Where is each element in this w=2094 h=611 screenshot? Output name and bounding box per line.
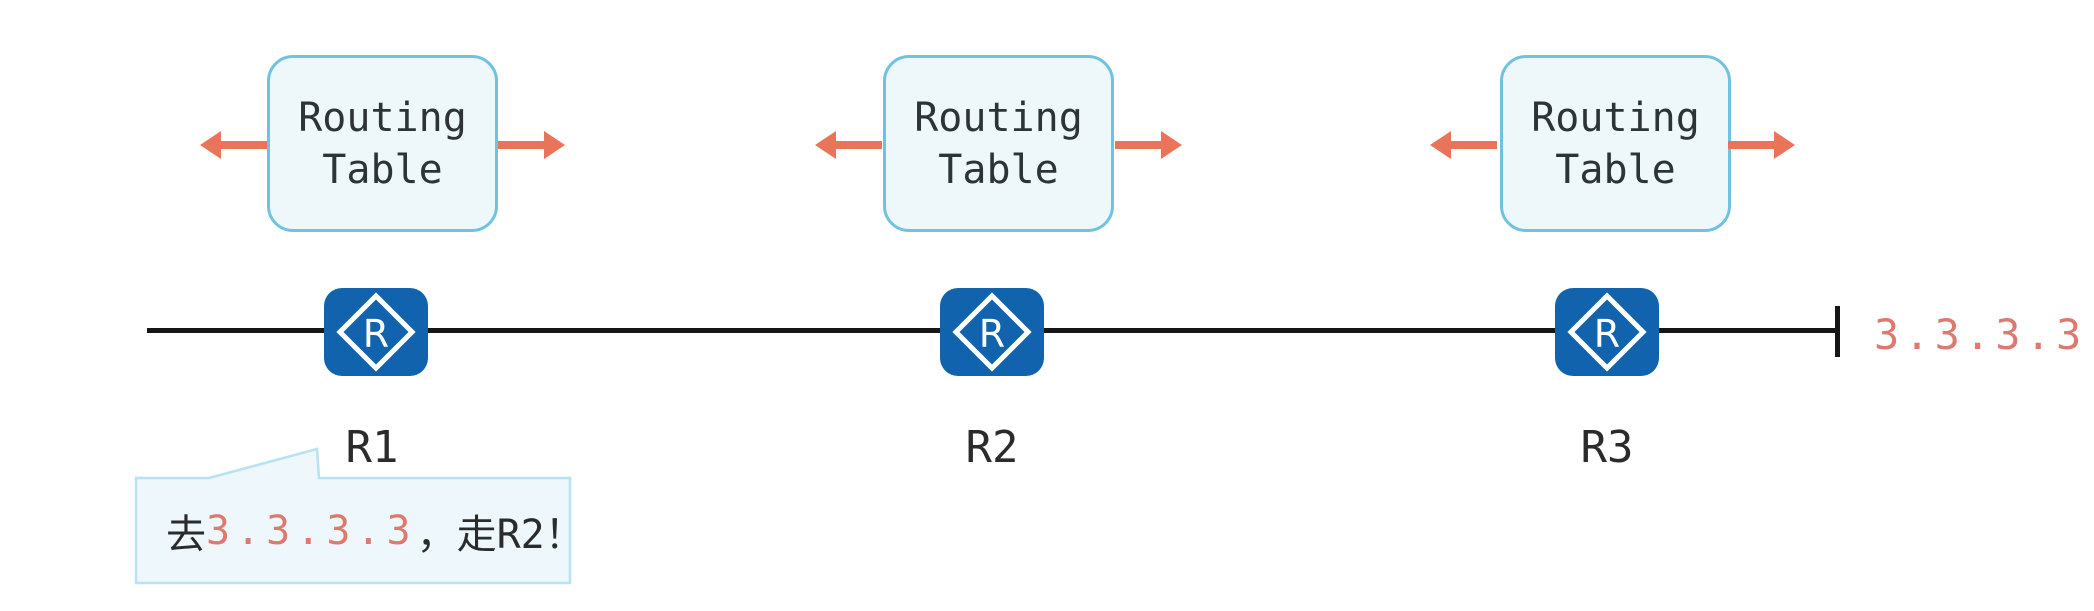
routing-table-label: Routing Table xyxy=(914,94,1083,193)
routing-table-box-r3: Routing Table xyxy=(1500,55,1731,232)
callout-destination-ip: 3.3.3.3 xyxy=(206,507,417,554)
arrow-right-icon xyxy=(1728,131,1795,159)
routing-table-label: Routing Table xyxy=(1531,94,1700,193)
router-icon: R xyxy=(940,288,1044,376)
router-icon: R xyxy=(324,288,428,376)
routing-table-label: Routing Table xyxy=(298,94,467,193)
router-name-label: R1 xyxy=(345,422,399,473)
destination-network-label: 3.3.3.3 xyxy=(1874,310,2087,359)
router-icon-letter: R xyxy=(979,312,1005,356)
speech-bubble xyxy=(134,447,572,585)
router-name-label: R2 xyxy=(965,422,1019,473)
link-endcap-tick xyxy=(1835,306,1840,357)
arrow-right-icon xyxy=(498,131,565,159)
arrow-left-icon xyxy=(200,131,267,159)
arrow-right-icon xyxy=(1115,131,1182,159)
routing-table-box-r2: Routing Table xyxy=(883,55,1114,232)
arrow-left-icon xyxy=(815,131,882,159)
router-icon: R xyxy=(1555,288,1659,376)
router-name-label: R3 xyxy=(1580,422,1634,473)
arrow-left-icon xyxy=(1430,131,1497,159)
router-icon-letter: R xyxy=(1594,312,1620,356)
routing-table-box-r1: Routing Table xyxy=(267,55,498,232)
router-icon-letter: R xyxy=(363,312,389,356)
callout-prefix: 去 xyxy=(166,511,206,558)
callout-suffix: ，走R2！ xyxy=(416,511,585,558)
